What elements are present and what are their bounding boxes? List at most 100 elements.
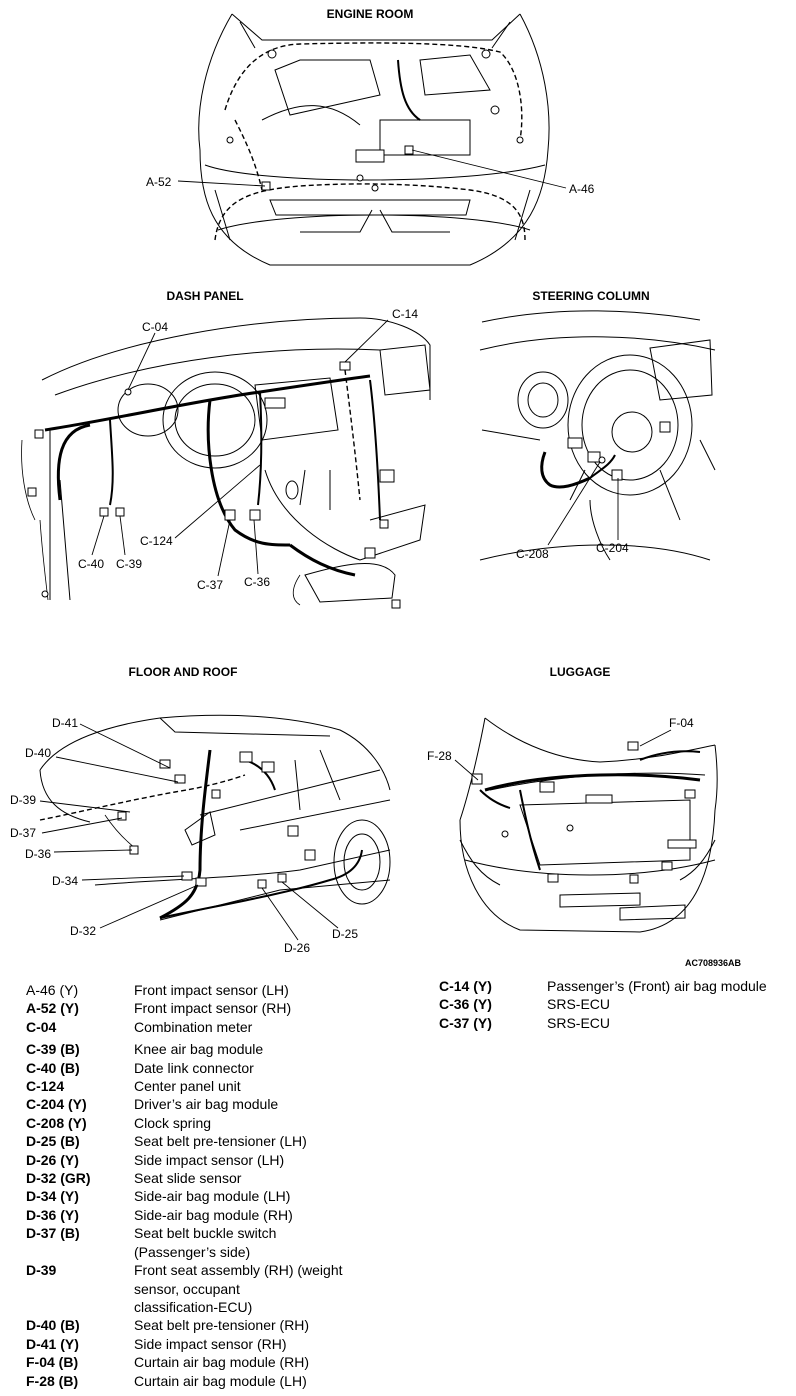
connector-code: D-25 (B) — [26, 1133, 80, 1150]
connector-description: Front impact sensor (RH) — [134, 999, 291, 1017]
connector-description: Date link connector — [134, 1059, 254, 1077]
connector-code: D-40 (B) — [26, 1317, 80, 1334]
floor-and-roof-callouts: D-41 D-40 D-39 D-37 D-36 D-34 D-32 D-26 … — [10, 716, 358, 955]
callout-c204: C-204 — [596, 541, 629, 555]
legend-row: D-40 (B) Seat belt pre-tensioner (RH) — [26, 1316, 426, 1334]
floor-and-roof-title: FLOOR AND ROOF — [129, 665, 238, 679]
legend-row: D-26 (Y) Side impact sensor (LH) — [26, 1151, 426, 1169]
dash-panel-callouts: C-04 C-14 C-124 C-40 C-39 C-37 C-36 — [78, 307, 418, 592]
connector-code: C-14 (Y) — [439, 978, 492, 994]
wiring-diagram: ENGINE ROOM A-52 A-46 DASH PA — [10, 7, 742, 968]
legend-row: D-41 (Y) Side impact sensor (RH) — [26, 1335, 426, 1353]
description-line: Center panel unit — [134, 1078, 241, 1095]
legend-row: C-40 (B)Date link connector — [26, 1059, 426, 1077]
description-line: Curtain air bag module (RH) — [134, 1354, 310, 1371]
connector-code: C-36 (Y) — [439, 996, 492, 1013]
connector-description: Front impact sensor (LH) — [134, 981, 289, 999]
connector-code: D-26 (Y) — [26, 1151, 79, 1168]
connector-description: Side impact sensor (RH) — [134, 1335, 287, 1353]
description-line: classification-ECU) — [134, 1298, 253, 1315]
callout-a52: A-52 — [146, 175, 172, 189]
callout-d41: D-41 — [52, 716, 78, 730]
description-line: Date link connector — [134, 1059, 254, 1076]
connector-code: C-37 (Y) — [439, 1014, 492, 1031]
callout-c36: C-36 — [244, 575, 270, 589]
connector-description: Side impact sensor (LH) — [134, 1151, 284, 1169]
connector-code: D-41 (Y) — [26, 1335, 79, 1352]
callout-c04: C-04 — [142, 320, 168, 334]
description-line: Knee air bag module — [134, 1041, 264, 1058]
legend-row: D-34 (Y) Side-air bag module (LH) — [26, 1187, 426, 1205]
callout-d39: D-39 — [10, 793, 36, 807]
description-line: Seat slide sensor — [134, 1170, 242, 1187]
description-line: Seat belt pre-tensioner (RH) — [134, 1317, 310, 1334]
callout-d34: D-34 — [52, 874, 78, 888]
legend-row: C-36 (Y) SRS-ECU — [439, 995, 791, 1013]
callout-d40: D-40 — [25, 746, 51, 760]
connector-code: C-39 (B) — [26, 1041, 80, 1058]
legend-row: D-32 (GR) Seat slide sensor — [26, 1169, 426, 1187]
callout-f28: F-28 — [427, 749, 452, 763]
description-line: SRS-ECU — [547, 996, 611, 1013]
connector-description: Knee air bag module — [134, 1040, 263, 1058]
connector-description: Driver’s air bag module — [134, 1095, 278, 1113]
connector-code: C-204 (Y) — [26, 1096, 87, 1113]
description-line: Front impact sensor (LH) — [134, 982, 289, 998]
steering-column-title: STEERING COLUMN — [532, 289, 649, 303]
legend-row: C-204 (Y) Driver’s air bag module — [26, 1095, 426, 1113]
callout-c208: C-208 — [516, 547, 549, 561]
callout-c124: C-124 — [140, 534, 173, 548]
description-line: Side-air bag module (LH) — [134, 1188, 291, 1205]
callout-d26: D-26 — [284, 941, 310, 955]
steering-column-callouts: C-208 C-204 — [516, 461, 629, 561]
luggage-illustration — [459, 717, 718, 933]
callout-d37: D-37 — [10, 826, 36, 840]
legend-row: C-208 (Y) Clock spring — [26, 1114, 426, 1132]
connector-description: Seat belt buckle switch(Passenger’s side… — [134, 1224, 276, 1261]
description-line: Curtain air bag module (LH) — [134, 1372, 307, 1389]
connector-code: D-34 (Y) — [26, 1188, 79, 1205]
connector-description: Combination meter — [134, 1018, 252, 1036]
legend-row: C-37 (Y) SRS-ECU — [439, 1014, 791, 1032]
legend-row: F-04 (B)Curtain air bag module (RH) — [26, 1353, 426, 1371]
connector-code: C-208 (Y) — [26, 1114, 87, 1131]
connector-description: Clock spring — [134, 1114, 211, 1132]
callout-d25: D-25 — [332, 927, 358, 941]
connector-description: Seat belt pre-tensioner (LH) — [134, 1132, 307, 1150]
connector-code: F-28 (B) — [26, 1372, 79, 1389]
callout-d32: D-32 — [70, 924, 96, 938]
description-line: Clock spring — [134, 1114, 212, 1131]
legend-row: F-28 (B) Curtain air bag module (LH) — [26, 1372, 426, 1390]
legend-row: C-14 (Y) Passenger’s (Front) air bag modu… — [439, 977, 791, 995]
connector-description: Side-air bag module (RH) — [134, 1206, 293, 1224]
legend-row: A-52 (Y) Front impact sensor (RH) — [26, 999, 426, 1017]
connector-description: Side-air bag module (LH) — [134, 1187, 290, 1205]
figure-reference-code: AC708936AB — [685, 958, 742, 968]
callout-c37: C-37 — [197, 578, 223, 592]
connector-code: A-52 (Y) — [26, 1000, 79, 1017]
description-line: Side impact sensor (LH) — [134, 1151, 285, 1168]
engine-room-illustration — [198, 13, 550, 266]
legend-row: A-46 (Y) Front impact sensor (LH) — [26, 981, 426, 999]
connector-description: SRS-ECU — [547, 1014, 610, 1032]
connector-description: Center panel unit — [134, 1077, 241, 1095]
callout-f04: F-04 — [669, 716, 694, 730]
callout-d36: D-36 — [25, 847, 51, 861]
callout-a46: A-46 — [569, 182, 595, 196]
description-line: Passenger’s (Front) air bag module — [547, 978, 767, 994]
connector-code: D-39 — [26, 1262, 57, 1279]
description-line: sensor, occupant — [134, 1280, 240, 1297]
legend-row: C-39 (B) Knee air bag module — [26, 1040, 426, 1058]
connector-code: C-124 — [26, 1078, 65, 1095]
connector-code: A-46 (Y) — [26, 982, 79, 998]
description-line: Side impact sensor (RH) — [134, 1335, 287, 1352]
connector-code: C-04 — [26, 1018, 57, 1035]
connector-description: Seat belt pre-tensioner (RH) — [134, 1316, 309, 1334]
connector-code: D-32 (GR) — [26, 1170, 91, 1187]
engine-room-callouts: A-52 A-46 — [146, 149, 595, 196]
connector-code: D-36 (Y) — [26, 1206, 79, 1223]
description-line: SRS-ECU — [547, 1014, 611, 1031]
legend-row: D-37 (B)Seat belt buckle switch(Passenge… — [26, 1224, 426, 1261]
